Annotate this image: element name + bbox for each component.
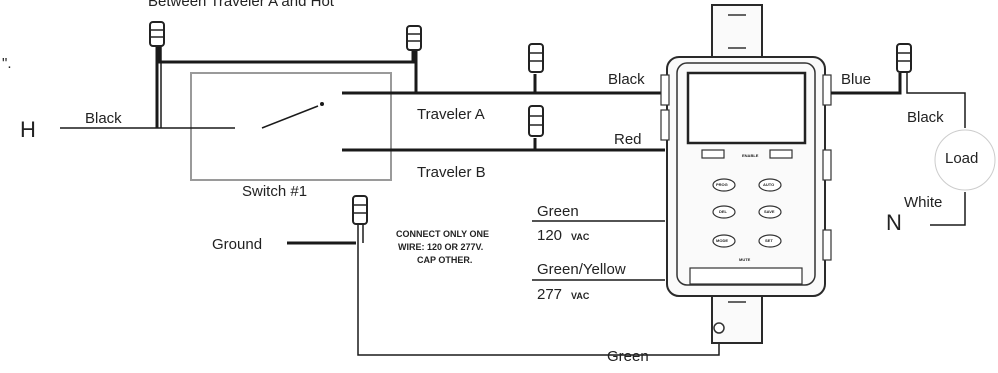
wire-nut-red [528, 105, 544, 137]
green-120-label: Green [537, 203, 579, 220]
ground-label: Ground [212, 236, 262, 253]
device-btn-auto: AUTO [763, 182, 774, 187]
traveler-a-label: Traveler A [417, 106, 485, 123]
traveler-b-label: Traveler B [417, 164, 486, 181]
vac-label-2: VAC [571, 291, 590, 301]
load-symbol [934, 129, 996, 191]
blue-wire [831, 73, 902, 95]
timer-switch-device [660, 4, 832, 344]
stray-mark: ". [2, 55, 12, 72]
load-black-label: Black [907, 109, 944, 126]
vac-label-1: VAC [571, 232, 590, 242]
blue-label: Blue [841, 71, 871, 88]
device-btn-prog: PROG [716, 182, 728, 187]
connect-note-line3: CAP OTHER. [417, 255, 472, 265]
connect-note-line2: WIRE: 120 OR 277V. [398, 242, 483, 252]
hot-label: H [20, 117, 36, 142]
wire-nut-ground [352, 195, 368, 225]
hot-black-label: Black [85, 110, 122, 127]
connect-note-line1: CONNECT ONLY ONE [396, 229, 489, 239]
green-bottom-label: Green [607, 348, 649, 365]
v277-label: 277 [537, 286, 562, 303]
wire-nut-blue [896, 43, 912, 73]
load-black-wire [906, 73, 966, 128]
top-note: Between Traveler A and Hot [148, 0, 335, 10]
switch-contact [320, 102, 324, 106]
load-label: Load [945, 150, 978, 167]
switch-box [190, 72, 392, 181]
red-label: Red [614, 131, 642, 148]
device-btn-top: ENABLE [742, 153, 759, 158]
v120-label: 120 [537, 227, 562, 244]
device-btn-mode: MODE [716, 238, 728, 243]
neutral-wire [930, 192, 966, 226]
white-label: White [904, 194, 942, 211]
device-btn-del: DEL [719, 209, 728, 214]
green-yellow-label: Green/Yellow [537, 261, 626, 278]
jumper-wire-top [157, 42, 415, 64]
device-btn-mute: MUTE [739, 257, 751, 262]
wire-nut-black [528, 43, 544, 73]
device-btn-save: SAVE [764, 209, 775, 214]
switch-label: Switch #1 [242, 183, 307, 200]
wire-nut-left [149, 21, 165, 47]
wire-nut-right [406, 25, 422, 51]
device-btn-set: SET [765, 238, 773, 243]
switch-blade [261, 105, 319, 129]
neutral-label: N [886, 210, 902, 235]
device-black-label: Black [608, 71, 645, 88]
